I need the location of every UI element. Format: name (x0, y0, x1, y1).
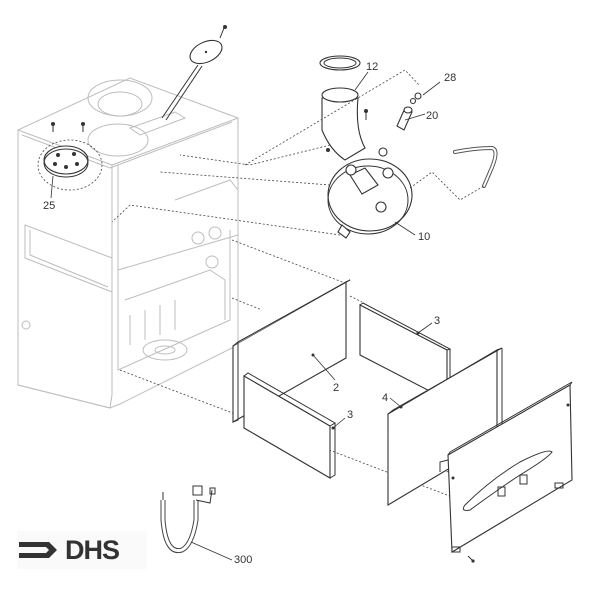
callout-3-front: 3 (347, 409, 354, 421)
part-10-fan-assembly (327, 147, 416, 239)
part-28-20-fittings (396, 81, 441, 131)
callout-4: 4 (382, 392, 389, 404)
callout-3-rear: 3 (434, 315, 441, 327)
callout-28: 28 (444, 72, 457, 84)
arrow-right-logo-icon (19, 542, 57, 558)
callout-300: 300 (234, 554, 253, 566)
part-300-wiring-harness (160, 485, 233, 561)
assembly-guide-lines (111, 69, 485, 501)
dhs-logo: DHS (17, 531, 147, 569)
front-cover (439, 381, 573, 563)
callout-10: 10 (418, 231, 431, 243)
callout-20: 20 (426, 110, 439, 122)
callout-25: 25 (43, 200, 56, 212)
callout-12: 12 (366, 61, 379, 73)
logo-text: DHS (65, 535, 120, 565)
callout-2: 2 (333, 382, 340, 394)
inspection-cover (161, 25, 227, 121)
insulation-panels (232, 279, 503, 506)
boiler-housing (17, 77, 239, 409)
part-25-burner-plate (37, 139, 103, 199)
part-12-flue-elbow (319, 55, 369, 161)
